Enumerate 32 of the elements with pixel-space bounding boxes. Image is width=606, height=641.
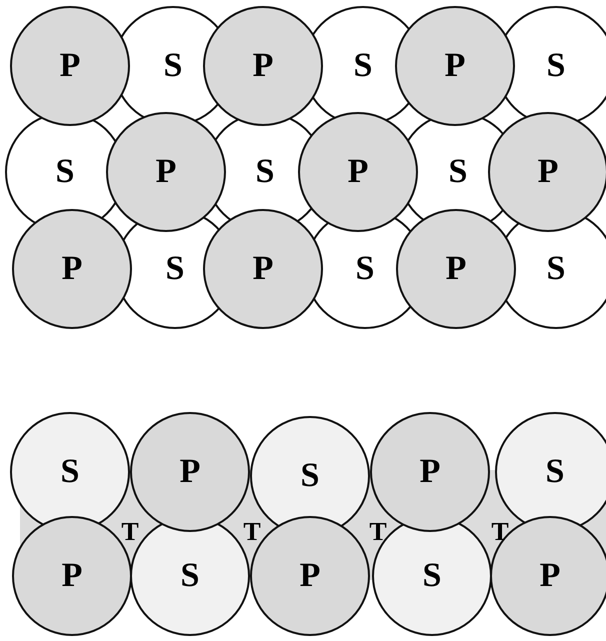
particle-label: S	[300, 459, 320, 493]
gap-label: T	[121, 519, 139, 545]
particle-label: P	[420, 455, 440, 489]
particle-label: P	[252, 252, 274, 286]
particle-label: S	[422, 559, 442, 593]
particle-label: P	[62, 559, 82, 593]
particle-label: S	[354, 49, 372, 83]
particle-label: P	[252, 49, 274, 83]
particle-label: P	[60, 49, 80, 83]
particle-label: S	[546, 49, 566, 83]
particle-label: P	[300, 559, 320, 593]
particle-label: P	[540, 559, 560, 593]
particle-label: S	[56, 155, 74, 189]
particle-label: S	[448, 155, 468, 189]
particle-label: S	[546, 455, 564, 489]
particle-label: S	[166, 252, 184, 286]
particle-label: S	[180, 559, 200, 593]
particle-label: P	[62, 252, 82, 286]
particle-label: P	[446, 252, 466, 286]
particle-label: P	[538, 155, 558, 189]
particle-label: P	[156, 155, 176, 189]
particle-label: P	[348, 155, 368, 189]
gap-label: T	[369, 519, 387, 545]
particle-label: S	[256, 155, 274, 189]
gap-label: T	[491, 519, 509, 545]
particle-label: S	[546, 252, 566, 286]
particle-label: S	[164, 49, 182, 83]
particle-label: P	[180, 455, 200, 489]
particle-label: P	[444, 49, 466, 83]
gap-label: T	[243, 519, 261, 545]
particle-label: S	[356, 252, 374, 286]
particle-label: S	[60, 455, 80, 489]
